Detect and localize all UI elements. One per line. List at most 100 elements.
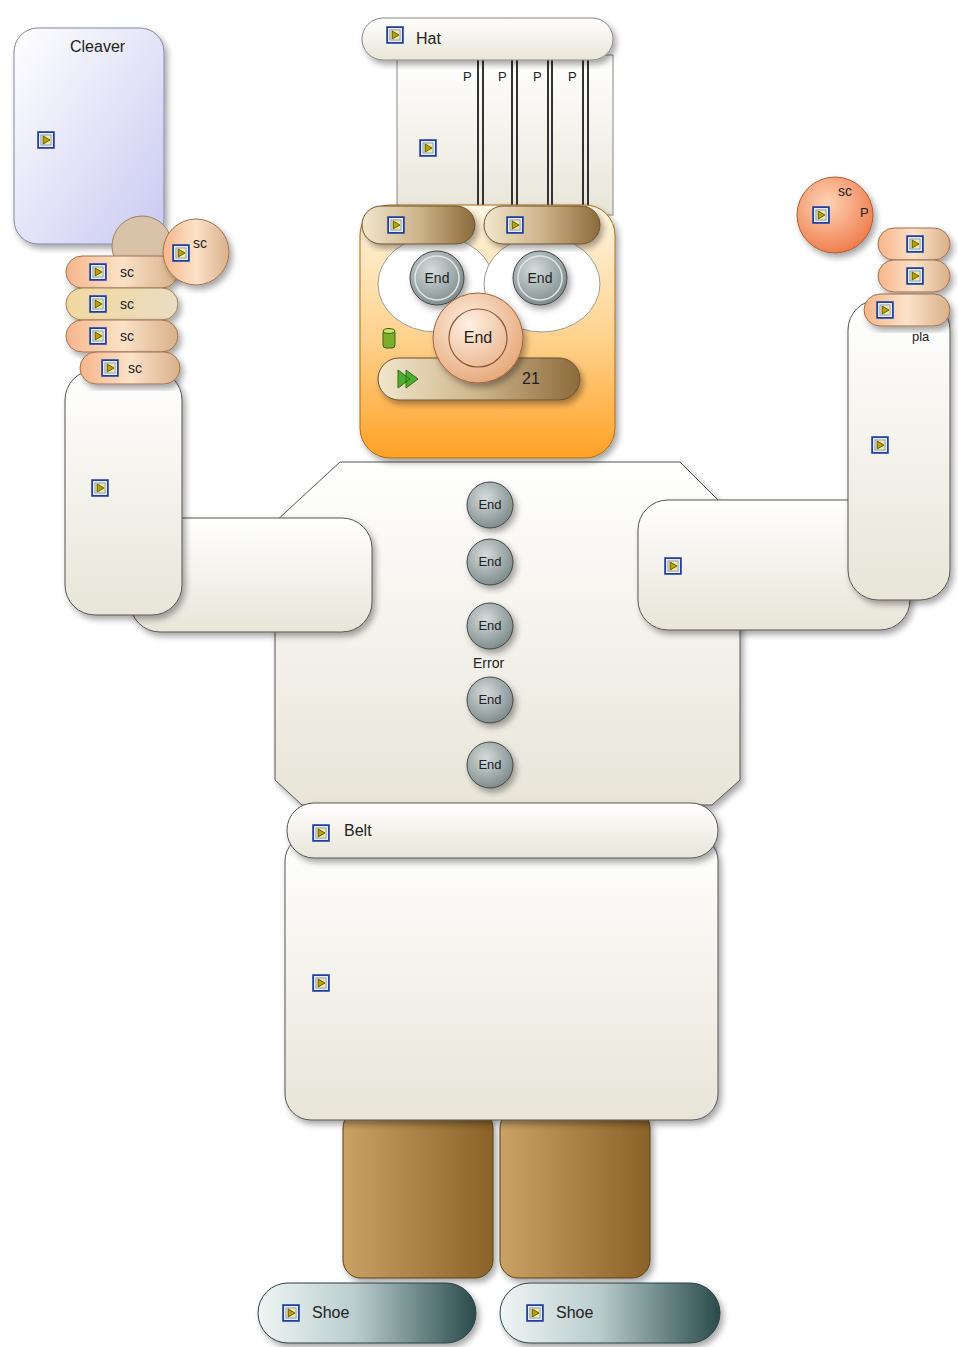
head-part xyxy=(449,309,507,367)
buttons xyxy=(467,482,513,788)
button-end-circle: End xyxy=(470,688,510,712)
node-text: Shoe xyxy=(312,1304,349,1322)
arms-part xyxy=(92,480,108,496)
left-hand-part xyxy=(66,320,178,352)
error-label: Error xyxy=(473,655,504,671)
shoe-box: Shoe xyxy=(556,1299,666,1327)
left-hand-part xyxy=(163,219,229,285)
head-part xyxy=(415,256,459,300)
legs-part xyxy=(500,1110,650,1278)
node-text: End xyxy=(528,270,553,286)
left-hand-part xyxy=(90,328,106,344)
node-text: End xyxy=(464,329,492,347)
buttons-part xyxy=(467,539,513,585)
head-part xyxy=(518,256,562,300)
node-text: sc xyxy=(120,328,134,344)
node-text: 21 xyxy=(522,370,540,388)
stripe-label: P xyxy=(568,70,577,85)
button-end-circle: End xyxy=(470,550,510,574)
button-end-circle: End xyxy=(470,614,510,638)
hat-part xyxy=(587,58,589,212)
left-hand-part xyxy=(102,360,118,376)
shoe-box: Shoe xyxy=(312,1299,422,1327)
right-hand-part xyxy=(878,260,950,292)
hat-part xyxy=(547,58,549,212)
apron-part xyxy=(285,835,718,1120)
left-hand-part xyxy=(90,264,106,280)
head-part xyxy=(398,370,418,388)
finger-box: sc xyxy=(128,356,168,380)
buttons-part xyxy=(467,482,513,528)
node-text: End xyxy=(478,555,501,570)
left-hand-part xyxy=(66,288,178,320)
shoes-part xyxy=(500,1283,720,1343)
node-text: End xyxy=(478,758,501,773)
node-text: sc xyxy=(128,360,142,376)
hat-part xyxy=(477,58,479,212)
right-hand-part xyxy=(877,302,893,318)
cleaver xyxy=(14,28,164,244)
node-text: End xyxy=(478,619,501,634)
left-hand-part xyxy=(80,352,180,384)
belt-part xyxy=(313,825,329,841)
node-text: Belt xyxy=(344,822,372,840)
buttons-part xyxy=(467,742,513,788)
legs xyxy=(343,1110,650,1278)
hand-label: P xyxy=(860,206,869,221)
hand-ball: sc xyxy=(838,181,866,201)
head xyxy=(360,205,615,458)
hat-part xyxy=(511,58,513,212)
head-part xyxy=(484,206,600,244)
legs-part xyxy=(343,1110,493,1278)
eye-end-circle: End xyxy=(410,251,464,305)
apron-part xyxy=(313,975,329,991)
finger-box: sc xyxy=(120,260,166,284)
buttons-part xyxy=(467,677,513,723)
nose-end-circle: End xyxy=(443,318,513,358)
right-hand-part xyxy=(878,228,950,260)
hat-part xyxy=(420,140,436,156)
thumb-box: sc xyxy=(193,232,223,254)
finger-box: sc xyxy=(120,292,166,316)
eye-end-circle: End xyxy=(513,251,567,305)
stripe-label: P xyxy=(463,70,472,85)
node-text: End xyxy=(425,270,450,286)
head-part xyxy=(507,217,523,233)
stripe-label: P xyxy=(533,70,542,85)
left-hand-part xyxy=(90,296,106,312)
finger-box: sc xyxy=(120,324,166,348)
node-text: sc xyxy=(120,264,134,280)
right-hand-part xyxy=(864,294,950,326)
hat-band: Hat xyxy=(416,25,566,53)
left-hand xyxy=(66,216,229,384)
hat-part xyxy=(551,58,553,212)
hat-part xyxy=(362,18,613,60)
hat-part xyxy=(387,27,403,43)
belt xyxy=(287,803,718,858)
left-hand-part xyxy=(173,245,189,261)
head-part xyxy=(388,217,404,233)
shoes xyxy=(258,1283,720,1343)
left-hand-part xyxy=(66,256,178,288)
cleaver-part xyxy=(14,28,164,244)
node-text: End xyxy=(478,693,501,708)
shoes-part xyxy=(527,1305,543,1321)
node-text: Hat xyxy=(416,30,441,48)
head-part xyxy=(433,293,523,383)
right-hand xyxy=(797,177,950,326)
button-end-circle: End xyxy=(470,753,510,777)
cleaver-box: Cleaver xyxy=(70,34,160,60)
buttons-part xyxy=(467,603,513,649)
node-text: Shoe xyxy=(556,1304,593,1322)
head-part xyxy=(360,205,615,458)
belt-part xyxy=(287,803,718,858)
right-hand-part xyxy=(907,268,923,284)
node-text: sc xyxy=(193,235,207,251)
head-part xyxy=(362,206,475,244)
hat xyxy=(362,18,613,215)
hat-part xyxy=(397,55,613,215)
